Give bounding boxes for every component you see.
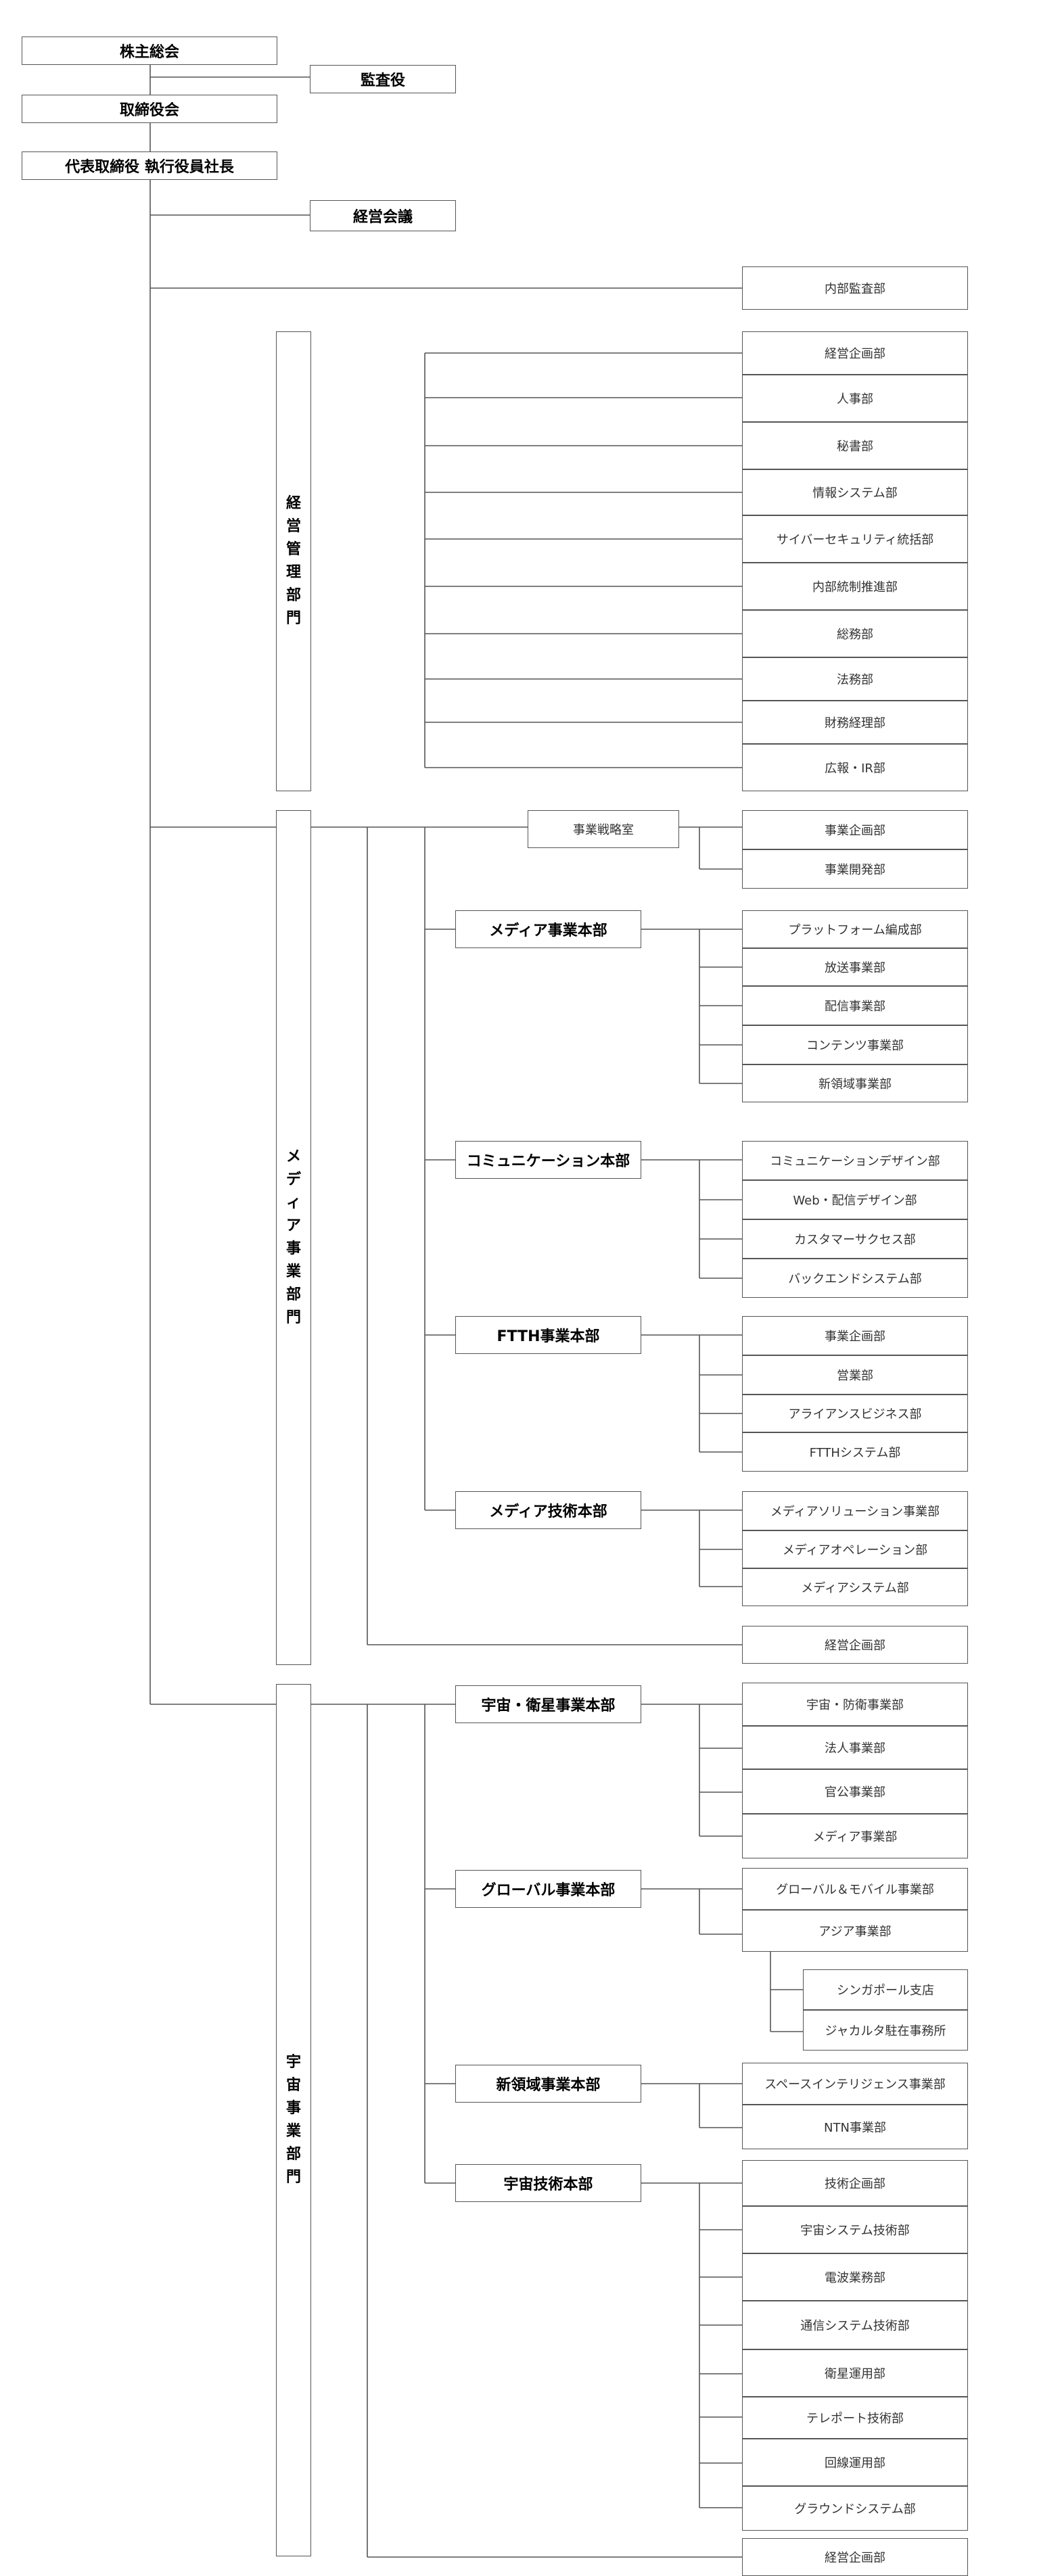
mgmt-division-title: 経営管理部門	[286, 492, 301, 630]
dept-box: 宇宙・防衛事業部	[742, 1683, 968, 1726]
dept-box: スペースインテリジェンス事業部	[742, 2063, 968, 2105]
title-char: 門	[285, 1309, 301, 1326]
space-division-title: 宇宙事業部門	[286, 2051, 301, 2189]
dept-box: グラウンドシステム部	[742, 2486, 968, 2531]
title-char: 経	[285, 495, 301, 512]
title-char: 事	[285, 1240, 301, 1257]
hq-box: 宇宙技術本部	[455, 2164, 641, 2202]
dept-box: 内部統制推進部	[742, 563, 968, 610]
internal-audit-box: 内部監査部	[742, 266, 968, 310]
dept-box: 衛星運用部	[742, 2349, 968, 2397]
branch-box: シンガポール支店	[803, 1969, 968, 2010]
dept-box: 官公事業部	[742, 1769, 968, 1814]
dept-box: カスタマーサクセス部	[742, 1219, 968, 1259]
dept-box: 放送事業部	[742, 948, 968, 986]
hq-box: FTTH事業本部	[455, 1316, 641, 1354]
dept-box: バックエンドシステム部	[742, 1259, 968, 1298]
dept-box: 配信事業部	[742, 986, 968, 1025]
dept-box: メディアソリューション事業部	[742, 1491, 968, 1530]
dept-box: 宇宙システム技術部	[742, 2206, 968, 2253]
management-meeting-box: 経営会議	[310, 200, 456, 231]
dept-box: アジア事業部	[742, 1910, 968, 1952]
auditor-box: 監査役	[310, 65, 456, 93]
dept-box: メディア事業部	[742, 1814, 968, 1858]
title-char: 宇	[285, 2054, 301, 2071]
hq-box: メディア事業本部	[455, 910, 641, 948]
title-char: 営	[285, 518, 301, 535]
hq-box: 新領域事業本部	[455, 2065, 641, 2103]
dept-box: 広報・IR部	[742, 744, 968, 791]
dept-box: プラットフォーム編成部	[742, 910, 968, 948]
dept-box: NTN事業部	[742, 2105, 968, 2149]
media-division-title: メディア事業部門	[286, 1146, 301, 1330]
title-char: 門	[285, 610, 301, 627]
dept-box: 総務部	[742, 610, 968, 657]
dept-box: 人事部	[742, 375, 968, 422]
dept-box: 事業開発部	[742, 849, 968, 889]
title-char: 理	[285, 564, 301, 581]
dept-box: アライアンスビジネス部	[742, 1395, 968, 1432]
dept-box: 技術企画部	[742, 2160, 968, 2206]
space-division-box: 宇宙事業部門	[276, 1684, 311, 2556]
dept-box: 財務経理部	[742, 701, 968, 744]
hq-box: メディア技術本部	[455, 1491, 641, 1529]
dept-box: 回線運用部	[742, 2439, 968, 2486]
dept-box: 経営企画部	[742, 331, 968, 375]
dept-box: 法務部	[742, 657, 968, 701]
title-char: 業	[285, 2123, 301, 2140]
dept-box: 情報システム部	[742, 469, 968, 515]
hq-box: コミュニケーション本部	[455, 1141, 641, 1179]
dept-box: 事業企画部	[742, 1316, 968, 1355]
title-char: 門	[285, 2169, 301, 2186]
shareholders-meeting-box: 株主総会	[22, 37, 277, 65]
title-char: 部	[285, 587, 301, 604]
dept-box: 電波業務部	[742, 2253, 968, 2301]
dept-box: FTTHシステム部	[742, 1432, 968, 1472]
dept-box: 営業部	[742, 1355, 968, 1395]
dept-box: コンテンツ事業部	[742, 1025, 968, 1064]
hq-box: 宇宙・衛星事業本部	[455, 1685, 641, 1723]
dept-box: Web・配信デザイン部	[742, 1180, 968, 1219]
dept-box: メディアシステム部	[742, 1568, 968, 1606]
board-box: 取締役会	[22, 95, 277, 123]
branch-box: ジャカルタ駐在事務所	[803, 2010, 968, 2051]
dept-box: コミュニケーションデザイン部	[742, 1141, 968, 1180]
dept-box: 秘書部	[742, 422, 968, 469]
title-char: デ	[285, 1171, 301, 1188]
title-char: 事	[285, 2100, 301, 2117]
title-char: 宙	[285, 2077, 301, 2094]
dept-box: メディアオペレーション部	[742, 1530, 968, 1568]
title-char: メ	[285, 1148, 301, 1165]
title-char: 部	[285, 1286, 301, 1303]
president-box: 代表取締役 執行役員社長	[22, 151, 277, 180]
dept-box: 法人事業部	[742, 1726, 968, 1769]
title-char: 部	[285, 2146, 301, 2163]
title-char: 業	[285, 1263, 301, 1280]
media-division-box: メディア事業部門	[276, 810, 311, 1665]
title-char: ア	[285, 1217, 301, 1234]
dept-box: グローバル＆モバイル事業部	[742, 1868, 968, 1910]
title-char: ィ	[285, 1194, 301, 1211]
space-planning-box: 経営企画部	[742, 2538, 968, 2576]
strategy-office-box: 事業戦略室	[528, 810, 679, 848]
dept-box: 事業企画部	[742, 810, 968, 849]
hq-box: グローバル事業本部	[455, 1870, 641, 1908]
title-char: 管	[285, 541, 301, 558]
dept-box: テレポート技術部	[742, 2397, 968, 2439]
dept-box: 新領域事業部	[742, 1064, 968, 1102]
dept-box: サイバーセキュリティ統括部	[742, 515, 968, 563]
mgmt-division-box: 経営管理部門	[276, 331, 311, 791]
media-planning-box: 経営企画部	[742, 1626, 968, 1664]
dept-box: 通信システム技術部	[742, 2301, 968, 2349]
